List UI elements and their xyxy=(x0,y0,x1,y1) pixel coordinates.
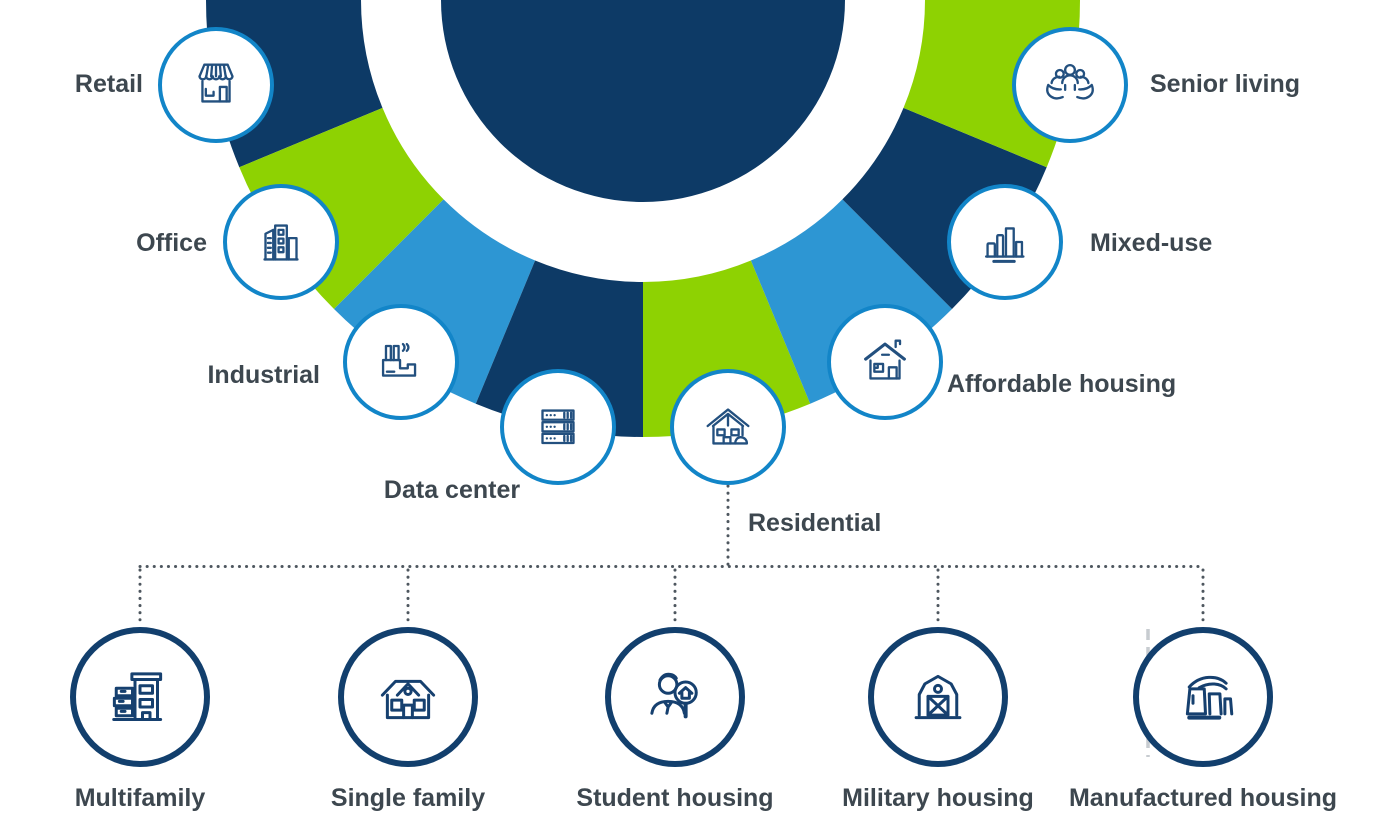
house-icon xyxy=(706,408,750,445)
ring-segment-industrial xyxy=(334,199,536,404)
server-stack-icon xyxy=(541,409,575,445)
ring-node-office xyxy=(223,184,339,300)
ring-segment-office xyxy=(239,107,444,310)
ring-label-senior-living: Senior living xyxy=(1150,70,1301,98)
buildings-chart-icon xyxy=(984,227,1025,263)
ring-node-retail xyxy=(158,27,274,143)
ring-label-residential: Residential xyxy=(748,509,882,537)
sub-node-manufactured-housing xyxy=(1133,627,1273,767)
donut-center xyxy=(441,0,845,202)
ring-node-data-center xyxy=(500,369,616,485)
apartment-building-icon xyxy=(112,672,163,721)
sub-node-student-housing xyxy=(605,627,745,767)
ring-label-mixed-use: Mixed-use xyxy=(1090,229,1213,257)
ring-label-industrial: Industrial xyxy=(207,361,320,389)
ring-node-mixed-use xyxy=(947,184,1063,300)
sub-label-military-housing: Military housing xyxy=(842,784,1034,812)
single-family-house-icon xyxy=(380,679,436,720)
dotted-connectors xyxy=(138,484,1205,625)
house-chimney-icon xyxy=(864,339,906,380)
ring-segment-affordable-housing xyxy=(750,199,952,404)
mobile-homes-icon xyxy=(1185,675,1234,720)
office-buildings-icon xyxy=(263,224,299,261)
sub-label-single-family: Single family xyxy=(330,784,486,812)
sub-node-military-housing xyxy=(868,627,1008,767)
ring-label-office: Office xyxy=(136,229,207,257)
sub-label-multifamily: Multifamily xyxy=(74,784,206,812)
people-care-icon xyxy=(1046,63,1094,100)
ring-node-residential xyxy=(670,369,786,485)
ring-label-affordable-housing: Affordable housing xyxy=(947,370,1177,398)
sub-node-multifamily xyxy=(70,627,210,767)
ring-segment-mixed-use xyxy=(842,107,1047,310)
sub-label-student-housing: Student housing xyxy=(576,784,774,812)
ring-label-data-center: Data center xyxy=(383,476,521,504)
sub-node-single-family xyxy=(338,627,478,767)
ring-label-retail: Retail xyxy=(74,70,143,98)
factory-icon xyxy=(381,342,417,377)
store-icon xyxy=(198,63,234,103)
sub-label-manufactured-housing: Manufactured housing xyxy=(1068,784,1338,812)
ring-node-senior-living xyxy=(1012,27,1128,143)
person-house-magnifier-icon xyxy=(650,672,698,719)
ring-node-affordable-housing xyxy=(827,304,943,420)
ring-node-industrial xyxy=(343,304,459,420)
barn-icon xyxy=(914,674,962,720)
